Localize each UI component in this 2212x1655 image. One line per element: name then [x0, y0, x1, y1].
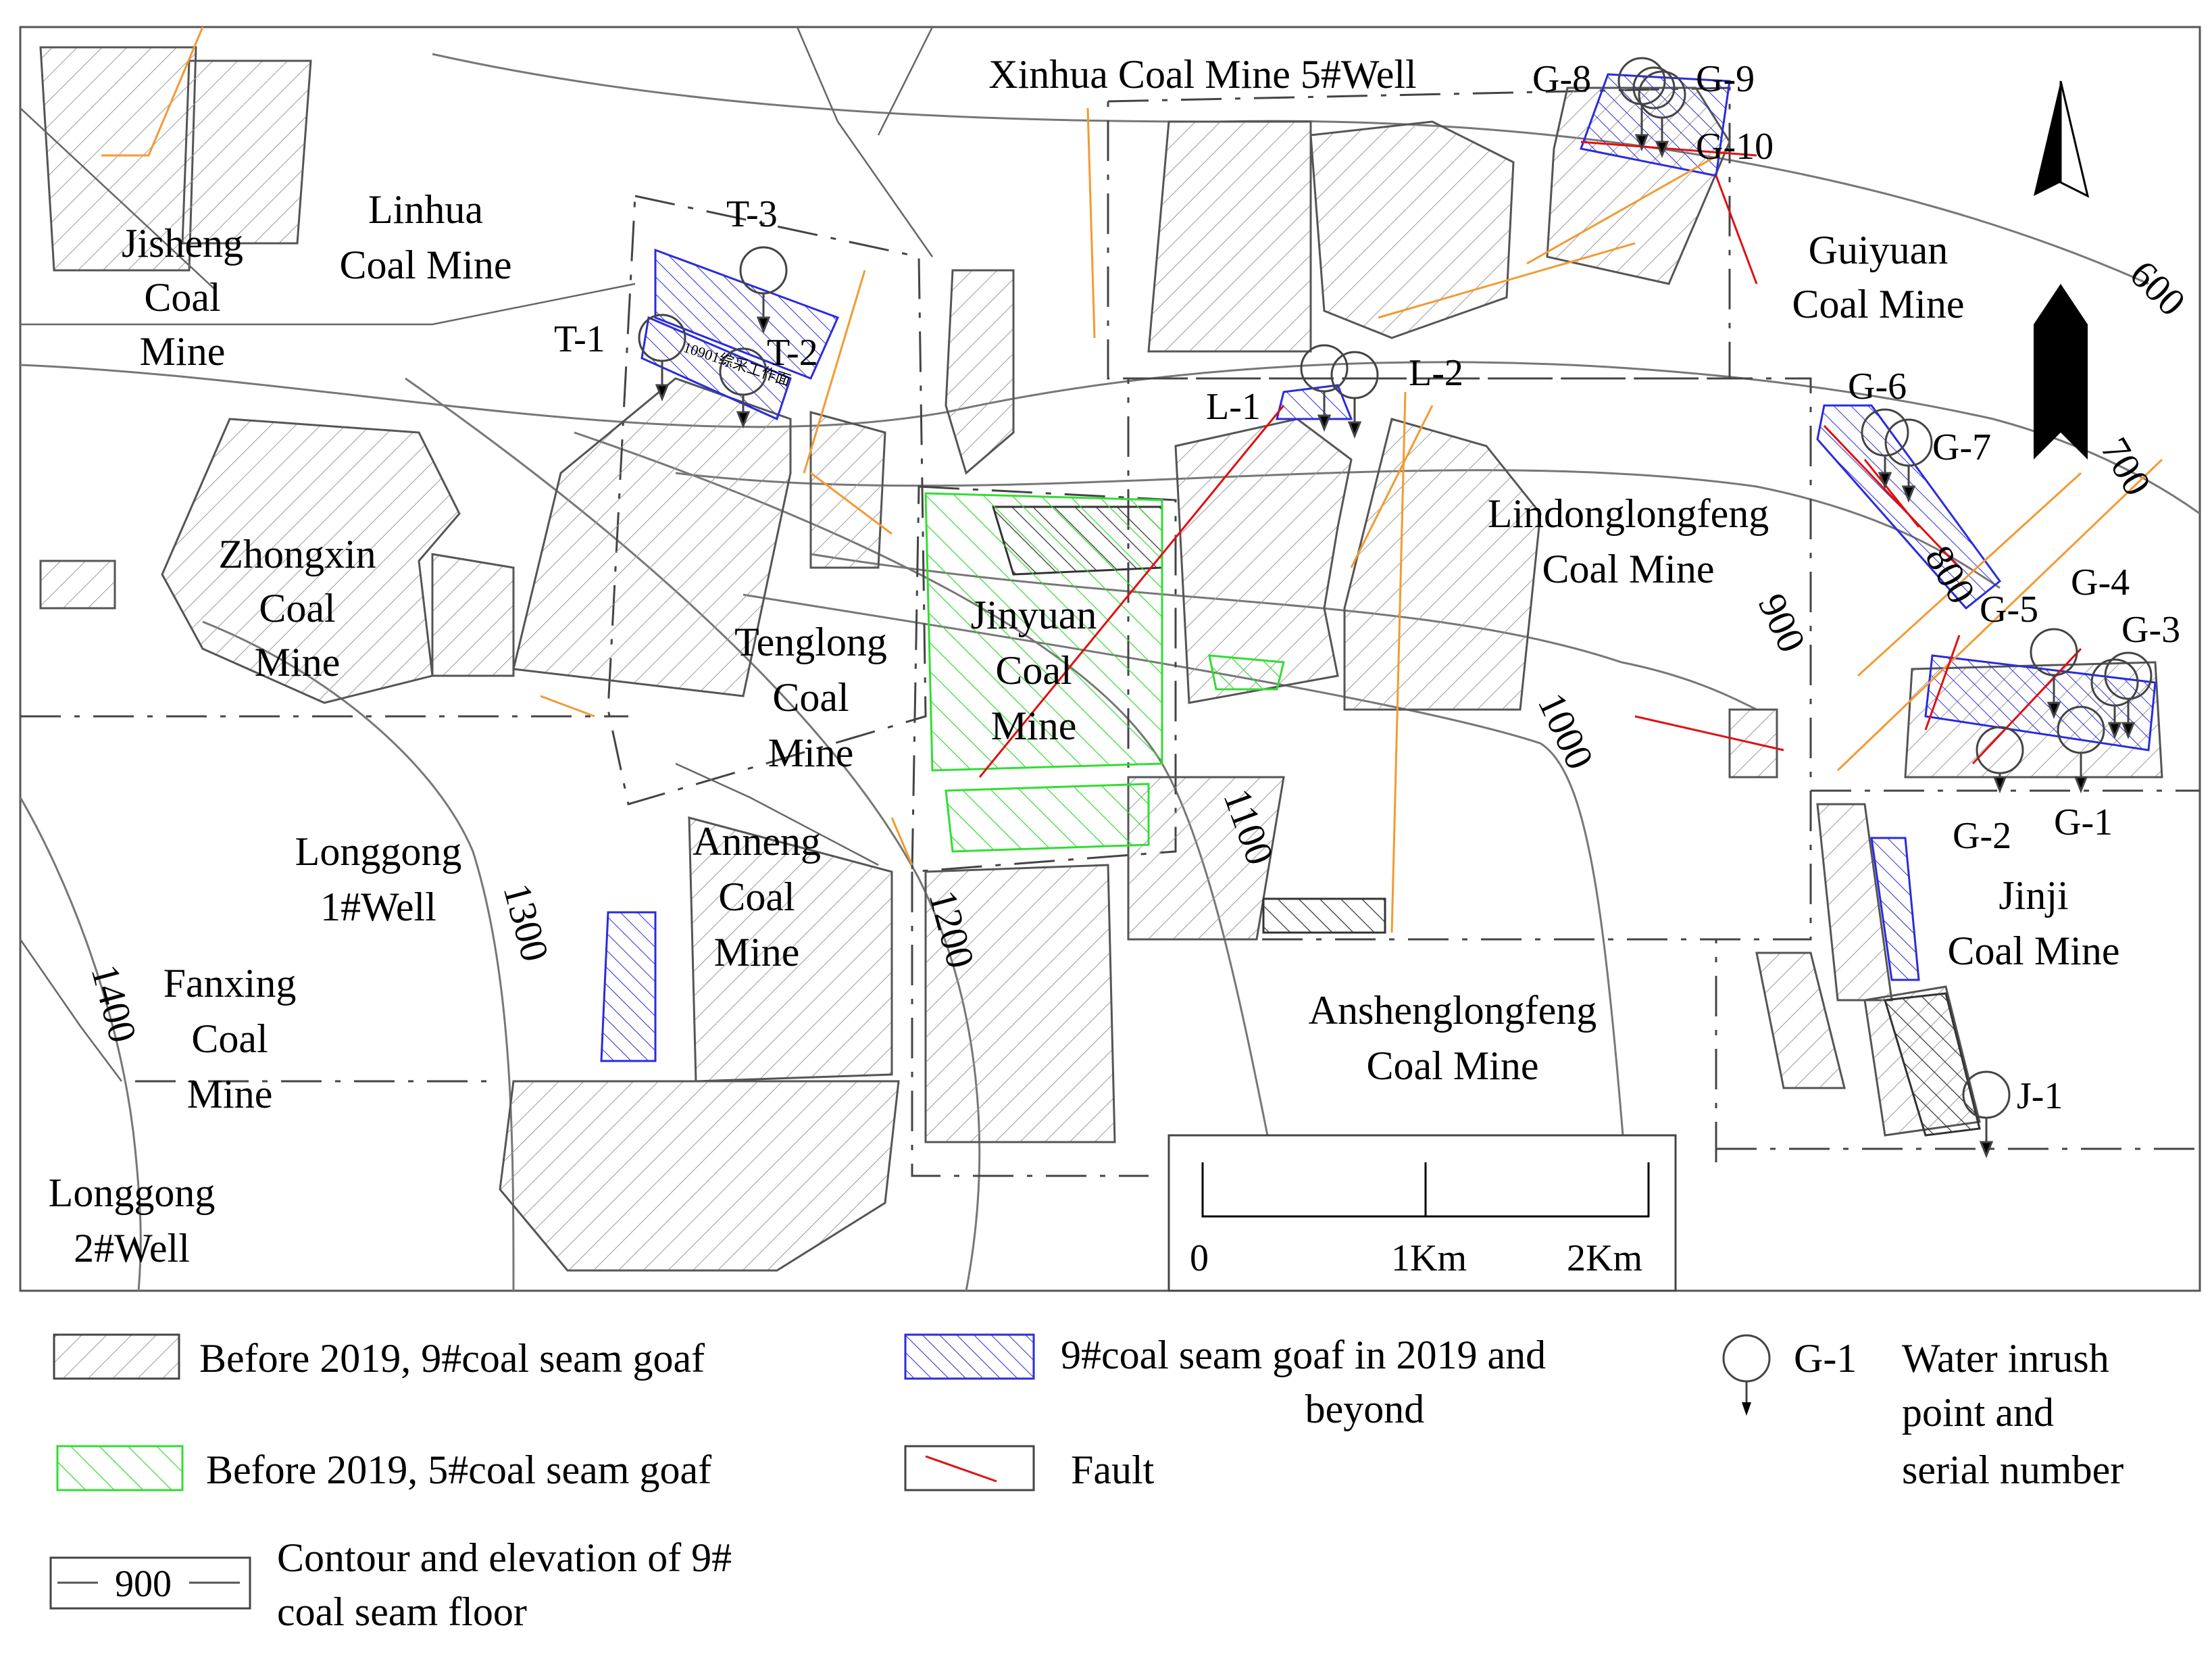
legend-label-goaf9-after-line2: beyond — [1305, 1387, 1425, 1431]
legend-item-goaf9-after: 9#coal seam goaf in 2019 and beyond — [904, 1333, 1546, 1431]
inrush-label-t1: T-1 — [554, 318, 605, 360]
inrush-marker-j1 — [1962, 1070, 2011, 1159]
legend-item-contour: 900 Contour and elevation of 9# coal sea… — [49, 1535, 732, 1634]
inrush-label-g4: G-4 — [2071, 562, 2130, 603]
contour-label-1300: 1300 — [495, 879, 557, 966]
legend-label-fault: Fault — [1071, 1448, 1155, 1492]
north-arrow — [2034, 80, 2090, 460]
inrush-label-g10: G-10 — [1696, 126, 1774, 168]
legend-contour-value: 900 — [115, 1563, 172, 1605]
contour-line-1300 — [202, 620, 515, 1291]
inrush-marker-g2 — [1976, 726, 2024, 794]
inrush-label-t2: T-2 — [767, 332, 818, 374]
scale-label-0: 0 — [1190, 1237, 1209, 1279]
roadways — [101, 26, 2163, 933]
legend-label-goaf5-before: Before 2019, 5#coal seam goaf — [206, 1448, 711, 1492]
goaf-9-before-2019 — [39, 46, 2163, 1272]
inrush-marker-g4 — [2090, 658, 2139, 740]
inrush-marker-t2 — [719, 347, 768, 429]
legend-label-contour-line2: coal seam floor — [277, 1589, 527, 1634]
mine-label-xinhua: Xinhua Coal Mine 5#Well — [988, 52, 1416, 97]
inrush-marker-g6 — [1861, 408, 1909, 490]
legend-inrush-marker — [1722, 1334, 1771, 1383]
legend-label-goaf9-before: Before 2019, 9#coal seam goaf — [199, 1336, 705, 1381]
inrush-marker-t3 — [739, 246, 788, 335]
scale-label-1km: 1Km — [1391, 1237, 1467, 1279]
goaf-9-2019-and-beyond — [600, 73, 2157, 1062]
legend-swatch-fault — [904, 1445, 1035, 1491]
inrush-marker-l1 — [1300, 344, 1349, 433]
water-inrush-labels: G-1 G-2 G-3 G-4 G-5 G-6 G-7 G-8 G-9 G-10… — [554, 58, 2180, 1117]
contour-label-600: 600 — [2121, 251, 2194, 324]
inrush-label-g9: G-9 — [1696, 58, 1755, 100]
legend-label-contour-line1: Contour and elevation of 9# — [277, 1535, 732, 1580]
inrush-label-t3: T-3 — [726, 193, 778, 235]
inrush-label-l1: L-1 — [1206, 386, 1261, 428]
legend-swatch-goaf5-before — [56, 1445, 184, 1491]
contour-label-1000: 1000 — [1530, 686, 1603, 776]
faults — [978, 141, 2082, 778]
water-inrush-points — [638, 57, 2153, 1159]
scale-bar: 0 1Km 2Km — [1167, 1134, 1677, 1292]
legend-swatch-goaf9-after — [904, 1333, 1035, 1380]
goaf-5-before-2019 — [924, 492, 1285, 853]
inrush-marker-t1 — [638, 314, 686, 402]
legend-item-goaf9-before: Before 2019, 9#coal seam goaf — [53, 1333, 705, 1381]
inrush-label-l2: L-2 — [1409, 352, 1463, 394]
legend-label-goaf9-after-line1: 9#coal seam goaf in 2019 and — [1061, 1333, 1546, 1377]
legend-inrush-id: G-1 — [1794, 1336, 1857, 1381]
route-lines — [19, 26, 934, 1082]
legend: Before 2019, 9#coal seam goaf Before 201… — [49, 1333, 2123, 1634]
legend-item-fault: Fault — [904, 1445, 1155, 1492]
inrush-label-g5: G-5 — [1980, 589, 2038, 631]
inrush-marker-l2 — [1330, 351, 1379, 439]
inrush-marker-g1 — [2057, 706, 2105, 794]
legend-label-inrush-line3: serial number — [1902, 1448, 2123, 1492]
inrush-marker-g5 — [2030, 628, 2078, 720]
legend-swatch-goaf9-before — [53, 1333, 180, 1380]
map-frame — [19, 26, 2201, 1292]
inrush-label-g3: G-3 — [2121, 609, 2180, 651]
legend-label-inrush-line1: Water inrush — [1902, 1336, 2109, 1381]
inrush-label-g6: G-6 — [1848, 366, 1907, 407]
contour-line-1400 — [19, 797, 142, 1291]
legend-item-goaf5-before: Before 2019, 5#coal seam goaf — [56, 1445, 711, 1492]
legend-item-water-inrush: G-1 Water inrush point and serial number — [1722, 1334, 2123, 1492]
inrush-marker-g10 — [1632, 66, 1676, 109]
inrush-marker-g7 — [1884, 418, 1933, 503]
inrush-label-g8: G-8 — [1532, 58, 1591, 100]
legend-label-inrush-line2: point and — [1902, 1390, 2054, 1435]
inrush-label-g1: G-1 — [2054, 801, 2113, 843]
contour-label-900: 900 — [1750, 587, 1815, 659]
inrush-marker-g9 — [1638, 70, 1686, 159]
inrush-label-g7: G-7 — [1932, 426, 1991, 468]
scale-label-2km: 2Km — [1567, 1237, 1642, 1279]
contour-label-700: 700 — [2092, 430, 2160, 503]
inrush-label-j1: J-1 — [2017, 1075, 2063, 1117]
inrush-marker-g3 — [2104, 651, 2153, 740]
contour-label-1400: 1400 — [82, 960, 145, 1047]
inrush-label-g2: G-2 — [1953, 815, 2011, 857]
